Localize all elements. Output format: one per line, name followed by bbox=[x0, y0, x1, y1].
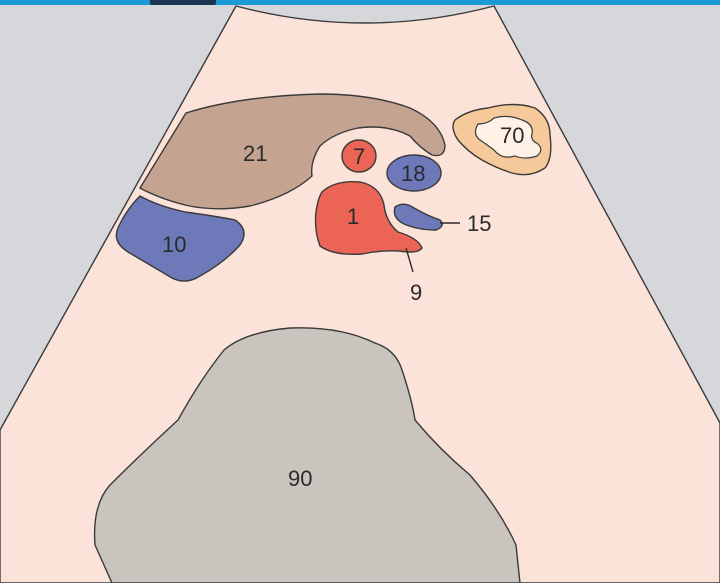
label-18: 18 bbox=[401, 161, 425, 186]
label-10: 10 bbox=[162, 232, 186, 257]
label-21: 21 bbox=[243, 141, 267, 166]
label-1: 1 bbox=[347, 204, 359, 229]
label-9: 9 bbox=[410, 280, 422, 305]
label-15: 15 bbox=[467, 211, 491, 236]
label-7: 7 bbox=[353, 144, 365, 169]
label-70: 70 bbox=[500, 123, 524, 148]
label-90: 90 bbox=[288, 466, 312, 491]
